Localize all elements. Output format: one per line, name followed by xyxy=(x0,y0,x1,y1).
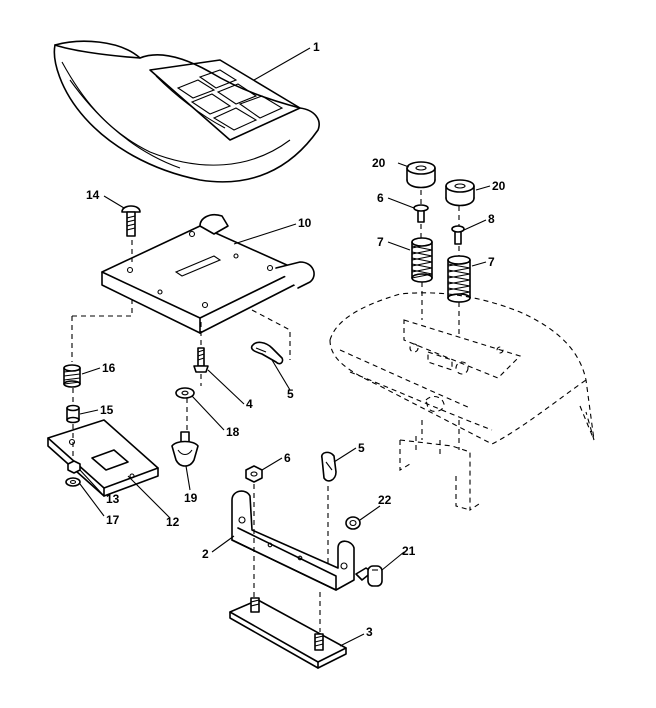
hex-nut xyxy=(245,465,263,483)
callout-14: 14 xyxy=(86,188,100,202)
callout-13: 13 xyxy=(106,492,120,506)
seat-mount-plate xyxy=(229,597,347,669)
callout-labels: 1 20 20 6 8 7 7 14 10 16 15 4 18 5 5 6 1… xyxy=(86,40,506,639)
bumper-right xyxy=(445,179,475,207)
callout-3: 3 xyxy=(366,625,373,639)
callout-19: 19 xyxy=(184,491,198,505)
shoulder-bolt xyxy=(193,347,209,373)
callout-5-lower: 5 xyxy=(358,441,365,455)
carriage-bolt xyxy=(121,205,141,237)
grommet xyxy=(345,516,361,530)
adjustment-knob xyxy=(171,431,199,467)
callout-7-left: 7 xyxy=(377,235,384,249)
spring-small xyxy=(63,364,81,388)
callout-15: 15 xyxy=(100,403,114,417)
screw-right xyxy=(451,225,465,245)
nut-small xyxy=(67,460,81,474)
screw-left xyxy=(413,204,429,223)
callout-18: 18 xyxy=(226,425,240,439)
spring-clip-lower xyxy=(320,451,337,482)
leader-lines xyxy=(79,47,491,647)
seat-switch xyxy=(355,565,383,587)
seat-plate xyxy=(101,213,315,334)
fender-outline xyxy=(329,292,595,512)
alignment-lines xyxy=(71,190,460,632)
callout-7-right: 7 xyxy=(488,255,495,269)
callout-17: 17 xyxy=(106,513,120,527)
spring-clip-upper xyxy=(250,341,284,365)
flat-washer xyxy=(175,387,195,399)
callout-6-upper: 6 xyxy=(377,191,384,205)
callout-6-lower: 6 xyxy=(284,451,291,465)
callout-10: 10 xyxy=(298,216,312,230)
callout-1: 1 xyxy=(313,40,320,54)
callout-8: 8 xyxy=(488,212,495,226)
pivot-bracket xyxy=(231,490,355,591)
callout-22: 22 xyxy=(378,493,392,507)
callout-5-upper: 5 xyxy=(287,387,294,401)
bumper-left xyxy=(406,161,436,189)
washer-small xyxy=(65,477,81,487)
spring-right xyxy=(447,255,471,303)
callout-16: 16 xyxy=(102,361,116,375)
callout-20-left: 20 xyxy=(372,156,386,170)
callout-12: 12 xyxy=(166,515,180,529)
spacer xyxy=(66,404,80,424)
seat-track xyxy=(47,419,159,497)
seat xyxy=(53,40,320,183)
spring-left xyxy=(411,237,433,283)
callout-21: 21 xyxy=(402,544,416,558)
callout-4: 4 xyxy=(246,397,253,411)
callout-2: 2 xyxy=(202,547,209,561)
callout-20-right: 20 xyxy=(492,179,506,193)
